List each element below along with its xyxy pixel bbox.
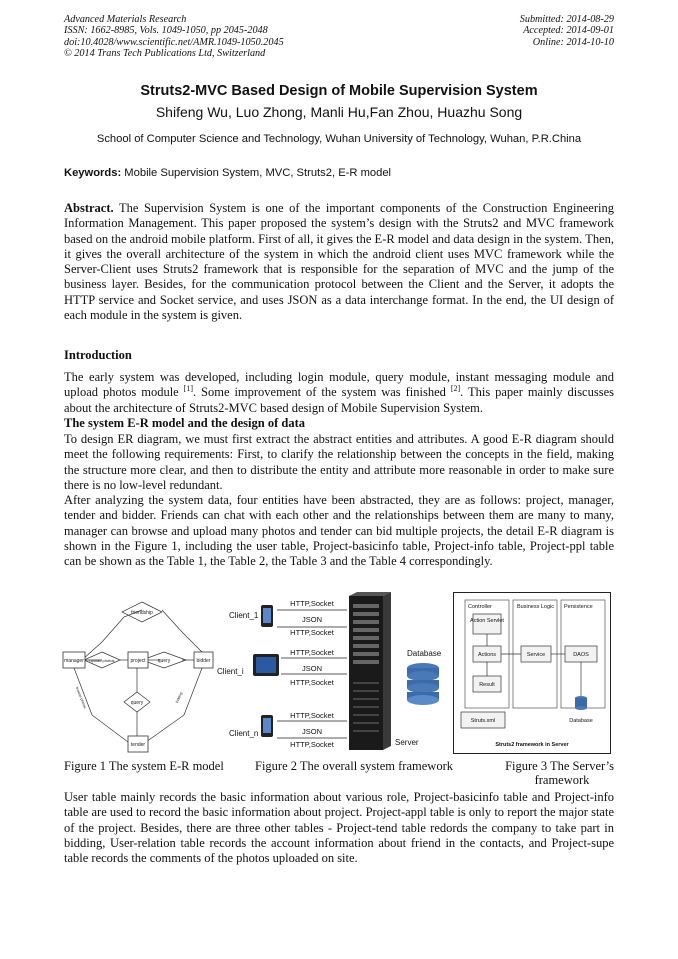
box-struts-xml: Struts.xml — [471, 718, 495, 724]
figure-2-caption: Figure 2 The overall system framework — [255, 759, 453, 773]
journal-name: Advanced Materials Research — [64, 14, 187, 25]
protocol-http-socket-3: HTTP,Socket — [290, 711, 335, 720]
intro-text-c: . This paper mainly discusses about the … — [64, 385, 614, 415]
dates-header: Submitted: 2014-08-29 Accepted: 2014-09-… — [520, 14, 614, 48]
protocol-http-socket-1: HTTP,Socket — [290, 599, 335, 608]
protocol-json-3: JSON — [302, 727, 322, 736]
bidder-entity-box — [193, 651, 214, 669]
database-icon — [575, 696, 587, 710]
figure-3-caption-line-1: Figure 3 The Server’s — [505, 759, 614, 773]
er-paragraph-2: After analyzing the system data, four en… — [64, 493, 614, 569]
abstract-label: Abstract. — [64, 201, 114, 215]
figure-2-system-framework: Client_1 Client_i Client_n HTTP,Socket J… — [215, 590, 445, 758]
box-result: Result — [479, 682, 495, 688]
affiliation: School of Computer Science and Technolog… — [96, 133, 582, 145]
er-paragraph-1: To design ER diagram, we must first extr… — [64, 432, 614, 492]
client-n-label: Client_n — [229, 729, 258, 738]
keywords-text: Mobile Supervision System, MVC, Struts2,… — [121, 167, 392, 179]
intro-paragraph: The early system was developed, includin… — [64, 370, 614, 416]
database-icon — [407, 663, 439, 705]
ref-1: [1] — [183, 384, 193, 394]
relation-upload-photos: upload photos — [89, 658, 114, 663]
col-controller: Controller — [468, 604, 492, 610]
ref-2: [2] — [450, 384, 461, 394]
client-1-label: Client_1 — [229, 611, 259, 620]
relation-query-1: query — [158, 658, 171, 664]
col-business-logic: Business Logic — [517, 604, 554, 610]
figure-3-caption: Figure 3 The Server’s framework — [490, 759, 614, 787]
er-heading: The system E-R model and the design of d… — [64, 416, 305, 430]
entity-manager: manager — [64, 658, 84, 664]
fig3-footer: Struts2 framework in Server — [495, 742, 569, 748]
figure-1-caption: Figure 1 The system E-R model — [64, 759, 224, 773]
keywords-label: Keywords: — [64, 167, 122, 179]
abstract-text: The Supervision System is one of the imp… — [64, 201, 614, 323]
box-actions: Actions — [478, 652, 496, 658]
protocol-json-2: JSON — [302, 664, 322, 673]
box-service: Service — [527, 652, 545, 658]
box-daos: DAOS — [573, 652, 589, 658]
figure-3-caption-line-2: framework — [534, 773, 590, 787]
copyright-line: © 2014 Trans Tech Publications Ltd, Swit… — [64, 48, 266, 60]
figure-1-er-diagram: manager project bidder tender friendship… — [62, 600, 214, 758]
client-i-label: Client_i — [217, 667, 244, 676]
intro-text-b: . Some improvement of the system was fin… — [192, 385, 451, 400]
protocol-http-socket-1b: HTTP,Socket — [290, 628, 335, 637]
relation-query-2: query — [131, 700, 144, 706]
relation-friendship: friendship — [131, 610, 153, 616]
tablet-icon — [253, 654, 279, 676]
intro-heading: Introduction — [64, 348, 132, 362]
manager-entity-box — [62, 651, 86, 669]
tender-entity-box — [127, 735, 149, 753]
entity-tender: tender — [131, 742, 146, 748]
issn-line: ISSN: 1662-8985, Vols. 1049-1050, pp 204… — [64, 25, 268, 37]
box-database: Database — [569, 718, 593, 724]
protocol-http-socket-3b: HTTP,Socket — [290, 740, 335, 749]
authors: Shifeng Wu, Luo Zhong, Manli Hu,Fan Zhou… — [155, 104, 523, 120]
journal-header: Advanced Materials Research ISSN: 1662-8… — [64, 14, 284, 60]
entity-bidder: bidder — [197, 658, 211, 664]
link-bidding: bidding — [175, 692, 183, 704]
protocol-http-socket-2b: HTTP,Socket — [290, 678, 335, 687]
phone-icon — [261, 605, 273, 627]
intro-text-a: The early system was developed, includin… — [64, 370, 614, 400]
protocol-json-1: JSON — [302, 615, 322, 624]
col-persistence: Persistence — [564, 604, 593, 610]
server-label: Server — [395, 738, 419, 747]
online-date: Online: 2014-10-10 — [532, 36, 614, 48]
phone-icon — [261, 715, 273, 737]
database-label: Database — [407, 649, 442, 658]
abstract: Abstract. The Supervision System is one … — [64, 201, 614, 323]
keywords: Keywords: Mobile Supervision System, MVC… — [64, 167, 391, 179]
paper-title: Struts2-MVC Based Design of Mobile Super… — [140, 83, 538, 99]
submitted-date: Submitted: 2014-08-29 — [519, 14, 614, 25]
doi-line: doi:10.4028/www.scientific.net/AMR.1049-… — [64, 36, 284, 48]
server-icon — [349, 592, 391, 750]
box-action-servlet: Action Servlet — [470, 618, 504, 624]
final-paragraph: User table mainly records the basic info… — [64, 790, 614, 866]
accepted-date: Accepted: 2014-09-01 — [523, 25, 614, 37]
figure-3-server-framework: Controller Business Logic Persistence Ac… — [453, 592, 611, 754]
project-entity-box — [127, 651, 149, 669]
protocol-http-socket-2: HTTP,Socket — [290, 648, 335, 657]
entity-project: project — [130, 658, 146, 664]
